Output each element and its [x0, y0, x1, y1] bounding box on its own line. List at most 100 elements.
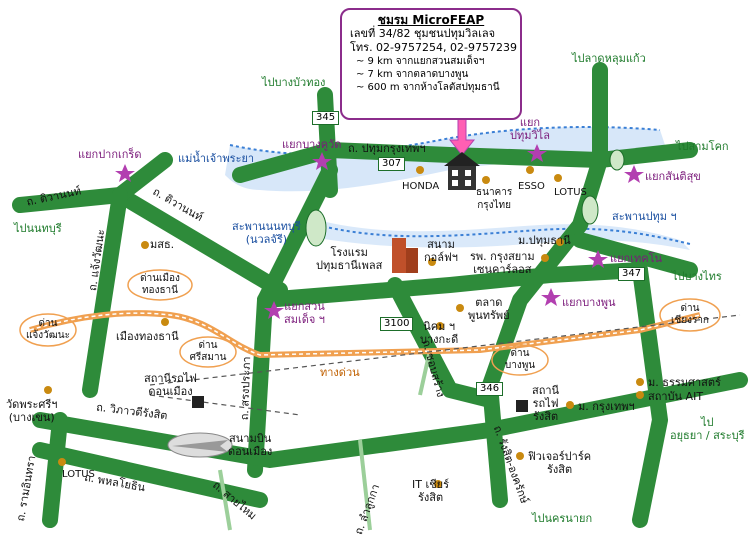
dest-nakhon-nayok: ไปนครนายก [532, 512, 593, 525]
info-phone: โทร. 02-9757254, 02-9757239 [350, 41, 517, 54]
poi-it-square [434, 480, 442, 488]
place-msd: มสธ. [150, 238, 175, 251]
tollgate-oval-si-saman [179, 336, 237, 368]
junction-stars [115, 144, 644, 319]
road-label-pathum-krungthep: ถ. ปทุมกรุงเทพฯ [348, 142, 426, 155]
bridge-nonthaburi-label: สะพานนนทบุรี (นวลจัรี) [232, 220, 301, 246]
route-307: 307 [378, 157, 406, 171]
place-don-mueang-station: สถานีรถไฟ ดอนเมือง [144, 372, 197, 398]
place-golf: สนาม กอล์ฟฯ [424, 238, 458, 264]
place-airport: สนามบิน ดอนเมือง [228, 432, 273, 458]
road-ram-intra [42, 412, 68, 528]
road-saiyai [218, 469, 232, 531]
star-pathum-villa [527, 144, 547, 162]
dest-ayutthaya: ไป อยุธยา / สระบุรี [670, 416, 745, 442]
don-mueang-station-icon [192, 396, 204, 408]
office-arrow [448, 117, 476, 156]
place-esso: ESSO [518, 181, 545, 192]
road-label-songprapa: ถ. สรงประภา [238, 356, 254, 421]
star-bang-phun [541, 288, 561, 306]
junction-techno: แยกเทคโน [610, 252, 662, 265]
bridge-pathum-label: สะพานปทุม ฯ [612, 210, 677, 223]
place-wat-phra-si: วัดพระศรีฯ (บางเขน) [6, 398, 58, 424]
junction-bang-khu-wat: แยกบางคูวัด [282, 138, 342, 151]
river-dash [229, 126, 661, 156]
bridge-santisuk-icon [609, 149, 625, 171]
place-ait: สถาบัน AIT [648, 390, 704, 403]
dest-lat-lum-kaeo: ไปลาดหลุมแก้ว [572, 52, 646, 65]
poi-lotus-top [554, 174, 562, 182]
bridge-pathum-icon [581, 195, 599, 225]
poi-thammasat [636, 378, 644, 386]
star-pak-kret [115, 164, 135, 182]
tollgate-mueang-thong: ด่านเมือง ทองธานี [140, 273, 180, 296]
poi-m-krungthep [566, 401, 574, 409]
tollgate-oval-chaengwattana [19, 313, 77, 347]
route-3100: 3100 [380, 317, 414, 331]
poi-dots [44, 166, 644, 488]
place-honda: HONDA [402, 181, 440, 192]
poi-hospital [541, 254, 549, 262]
place-lotus-bottom: LOTUS [62, 469, 95, 480]
route-347: 347 [618, 267, 646, 281]
info-title: ชมรม MicroFEAP [377, 13, 485, 27]
road-pathum-krungthep [232, 142, 698, 183]
place-thammasat: ม. ธรรมศาสตร์ [648, 376, 721, 389]
tollgate-bang-phun: ด่าน บางพูน [504, 348, 536, 371]
place-it-square: IT เชียร์ รังสิต [412, 478, 450, 504]
rangsit-station-icon [516, 400, 528, 412]
place-rangsit-station: สถานี รถไฟ รังสิต [532, 384, 560, 423]
road-lam-luk-ka [358, 439, 372, 531]
star-bang-khu-wat [312, 152, 332, 170]
star-santisuk [624, 165, 644, 183]
tollgate-oval-mueang-thong [127, 269, 193, 301]
poi-wat-phra-si [44, 386, 52, 394]
river-label: แม่น้ำเจ้าพระยา [178, 152, 255, 165]
tollgate-oval-bang-phun [491, 344, 549, 376]
office-house-icon [444, 152, 480, 190]
poi-future-park [516, 452, 524, 460]
road-tiwanon-north [112, 152, 173, 203]
info-distance: ~ 7 km จากตลาดบางพูน [356, 69, 469, 80]
dest-bang-bua-thong: ไปบางบัวทอง [262, 76, 326, 89]
poi-mueang-thong [161, 318, 169, 326]
road-songprapa [247, 292, 273, 478]
place-lotus-top: LOTUS [554, 187, 587, 198]
dest-sam-khok: ไปสามโคก [676, 140, 729, 153]
tollgate-chaengwattana: ด่าน แจ้งวัฒนะ [25, 318, 71, 341]
road-main-east-west [257, 262, 648, 308]
place-nikhom: นิคม ฯ บางกะดี [420, 320, 459, 346]
road-ayutthaya [632, 262, 668, 528]
info-address: เลขที่ 34/82 ชุมชนปทุมวิลเลจ [350, 27, 496, 40]
poi-nikhom [436, 322, 444, 330]
star-suan-somdet [264, 301, 284, 319]
junction-santisuk: แยกสันติสุข [645, 170, 701, 183]
expressway-centerline [29, 312, 701, 356]
dest-bang-sai: ไปบางไทร [672, 270, 722, 283]
place-hospital: รพ. กรุงสยาม เซนคาร์ลอส [470, 250, 535, 276]
road-bridge-nont [257, 162, 338, 308]
place-market: ตลาด พูนทรัพย์ [468, 296, 510, 322]
star-techno [588, 250, 608, 268]
tollgate-oval-chiang-rak [659, 298, 721, 332]
poi-ktb [482, 176, 490, 184]
poi-m-pathum [556, 238, 564, 246]
minor-roads [218, 349, 432, 531]
place-m-krungthep: ม. กรุงเทพฯ [578, 400, 635, 413]
info-distance: ~ 9 km จากแยกสวนสมเด็จฯ [356, 56, 485, 67]
poi-esso [526, 166, 534, 174]
poi-ait [636, 391, 644, 399]
route-346: 346 [476, 382, 504, 396]
junction-bang-phun: แยกบางพูน [562, 296, 616, 309]
road-label-expressway: ทางด่วน [320, 366, 360, 379]
hotel-building-icon [392, 238, 418, 273]
info-box: ชมรม MicroFEAP เลขที่ 34/82 ชุมชนปทุมวิล… [340, 8, 522, 120]
junction-pathum-villa: แยก ปทุมวิไล [510, 116, 550, 142]
junction-suan-somdet: แยกสวน สมเด็จ ฯ [284, 300, 325, 326]
junction-pak-kret: แยกปากเกร็ด [78, 148, 142, 161]
road-chom-thong [418, 349, 432, 396]
place-ktb: ธนาคาร กรุงไทย [476, 187, 513, 211]
tollgate-si-saman: ด่าน ศรีสมาน [189, 340, 227, 363]
dest-nonthaburi: ไปนนทบุรี [14, 222, 62, 235]
